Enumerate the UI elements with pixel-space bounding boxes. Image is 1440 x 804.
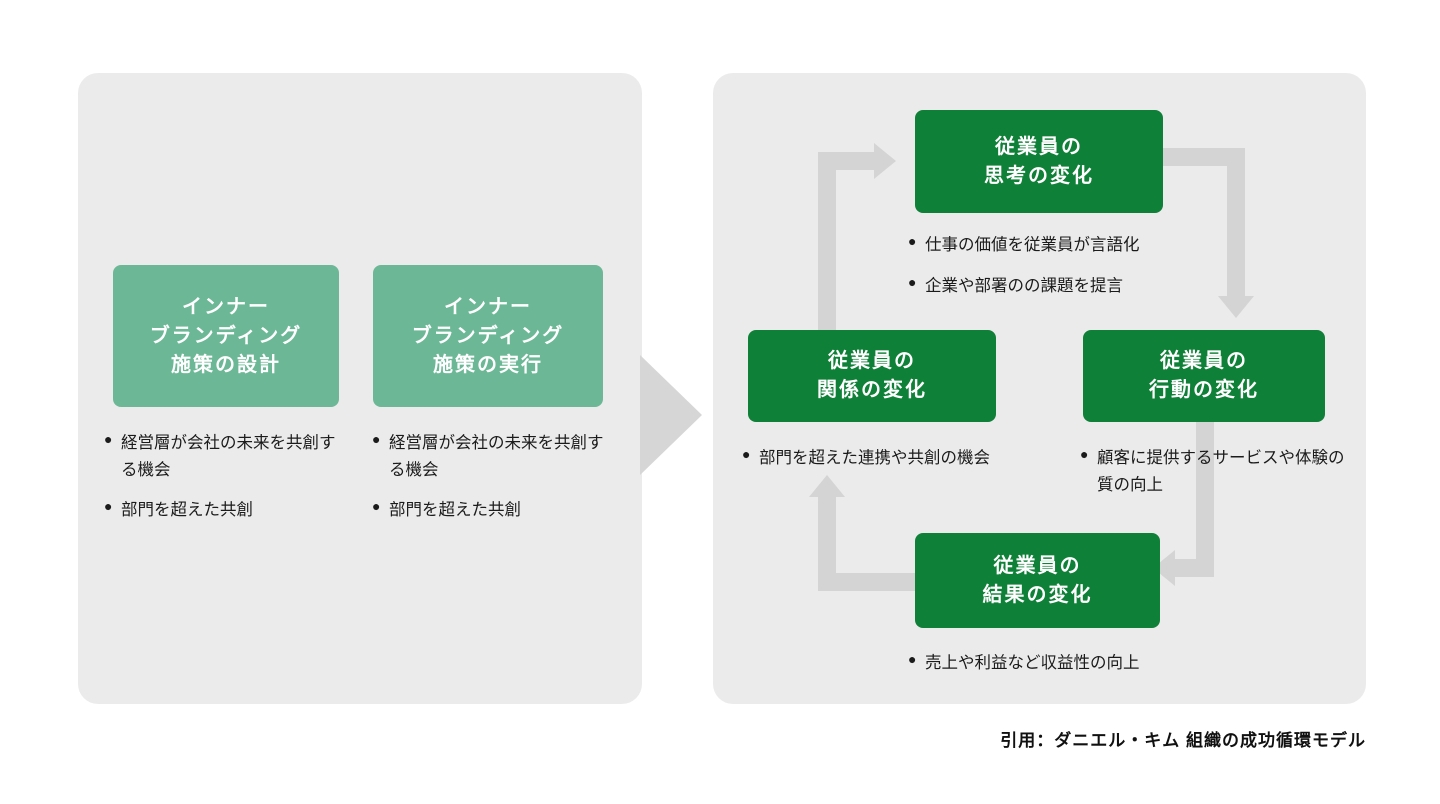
- list-item-label: 部門を超えた連携や共創の機会: [759, 448, 990, 467]
- list-item-label: 部門を超えた共創: [389, 500, 521, 520]
- box-employee-result-change: 従業員の 結果の変化: [915, 533, 1160, 628]
- box-inner-branding-design: インナー ブランディング 施策の設計: [113, 265, 339, 407]
- cycle-arrow-behavior-to-result-stem: [1196, 422, 1214, 577]
- list-item: ● 顧客に提供するサービスや体験の質の向上: [1080, 445, 1345, 498]
- list-item: ● 企業や部署のの課題を提言: [908, 273, 1208, 300]
- bullet-icon: ●: [372, 500, 381, 516]
- list-item: ● 売上や利益など収益性の向上: [908, 650, 1198, 677]
- bullets-employee-thinking-change: ● 仕事の価値を従業員が言語化 ● 企業や部署のの課題を提言: [908, 232, 1208, 299]
- bullets-inner-branding-design: ● 経営層が会社の未来を共創する機会 ● 部門を超えた共創: [104, 430, 336, 524]
- box-employee-behavior-change: 従業員の 行動の変化: [1083, 330, 1325, 422]
- cycle-arrow-result-to-relation-stem: [818, 497, 836, 591]
- list-item: ● 経営層が会社の未来を共創する機会: [104, 430, 336, 483]
- cycle-arrow-thinking-to-behavior-head-icon: [1218, 296, 1254, 318]
- bullets-inner-branding-execute: ● 経営層が会社の未来を共創する機会 ● 部門を超えた共創: [372, 430, 612, 524]
- bullet-icon: ●: [372, 433, 381, 448]
- list-item-label: 経営層が会社の未来を共創する機会: [389, 433, 604, 479]
- bullet-icon: ●: [104, 433, 113, 448]
- bullets-employee-relation-change: ● 部門を超えた連携や共創の機会: [742, 445, 1032, 472]
- box-employee-relation-change: 従業員の 関係の変化: [748, 330, 996, 422]
- list-item: ● 部門を超えた共創: [372, 497, 612, 524]
- bullet-icon: ●: [1080, 448, 1089, 463]
- bullet-icon: ●: [908, 235, 917, 250]
- list-item-label: 顧客に提供するサービスや体験の質の向上: [1097, 448, 1345, 494]
- cycle-arrow-result-to-relation-arm: [818, 573, 928, 591]
- bullet-icon: ●: [908, 275, 917, 291]
- source-caption: 引用：ダニエル・キム 組織の成功循環モデル: [1000, 731, 1366, 750]
- cycle-arrow-thinking-to-behavior-stem: [1227, 148, 1245, 303]
- list-item: ● 仕事の価値を従業員が言語化: [908, 232, 1208, 259]
- cycle-arrow-behavior-to-result-arm: [1175, 559, 1214, 577]
- panel-connector-arrow-icon: [640, 355, 702, 475]
- list-item-label: 売上や利益など収益性の向上: [925, 653, 1140, 672]
- cycle-arrow-result-to-relation-head-icon: [809, 475, 845, 497]
- cycle-arrow-relation-to-thinking-arm: [818, 152, 880, 170]
- list-item-label: 仕事の価値を従業員が言語化: [925, 235, 1140, 254]
- list-item-label: 企業や部署のの課題を提言: [925, 275, 1123, 295]
- list-item: ● 経営層が会社の未来を共創する機会: [372, 430, 612, 483]
- bullets-employee-behavior-change: ● 顧客に提供するサービスや体験の質の向上: [1080, 445, 1345, 498]
- bullet-icon: ●: [104, 500, 113, 516]
- cycle-arrow-relation-to-thinking-head-icon: [874, 143, 896, 179]
- list-item-label: 部門を超えた共創: [121, 500, 253, 520]
- list-item: ● 部門を超えた連携や共創の機会: [742, 445, 1032, 472]
- cycle-arrow-thinking-to-behavior-arm: [1163, 148, 1245, 166]
- list-item-label: 経営層が会社の未来を共創する機会: [121, 433, 336, 479]
- box-inner-branding-execute: インナー ブランディング 施策の実行: [373, 265, 603, 407]
- box-employee-thinking-change: 従業員の 思考の変化: [915, 110, 1163, 213]
- list-item: ● 部門を超えた共創: [104, 497, 336, 524]
- bullet-icon: ●: [908, 653, 917, 668]
- bullet-icon: ●: [742, 448, 751, 463]
- bullets-employee-result-change: ● 売上や利益など収益性の向上: [908, 650, 1198, 677]
